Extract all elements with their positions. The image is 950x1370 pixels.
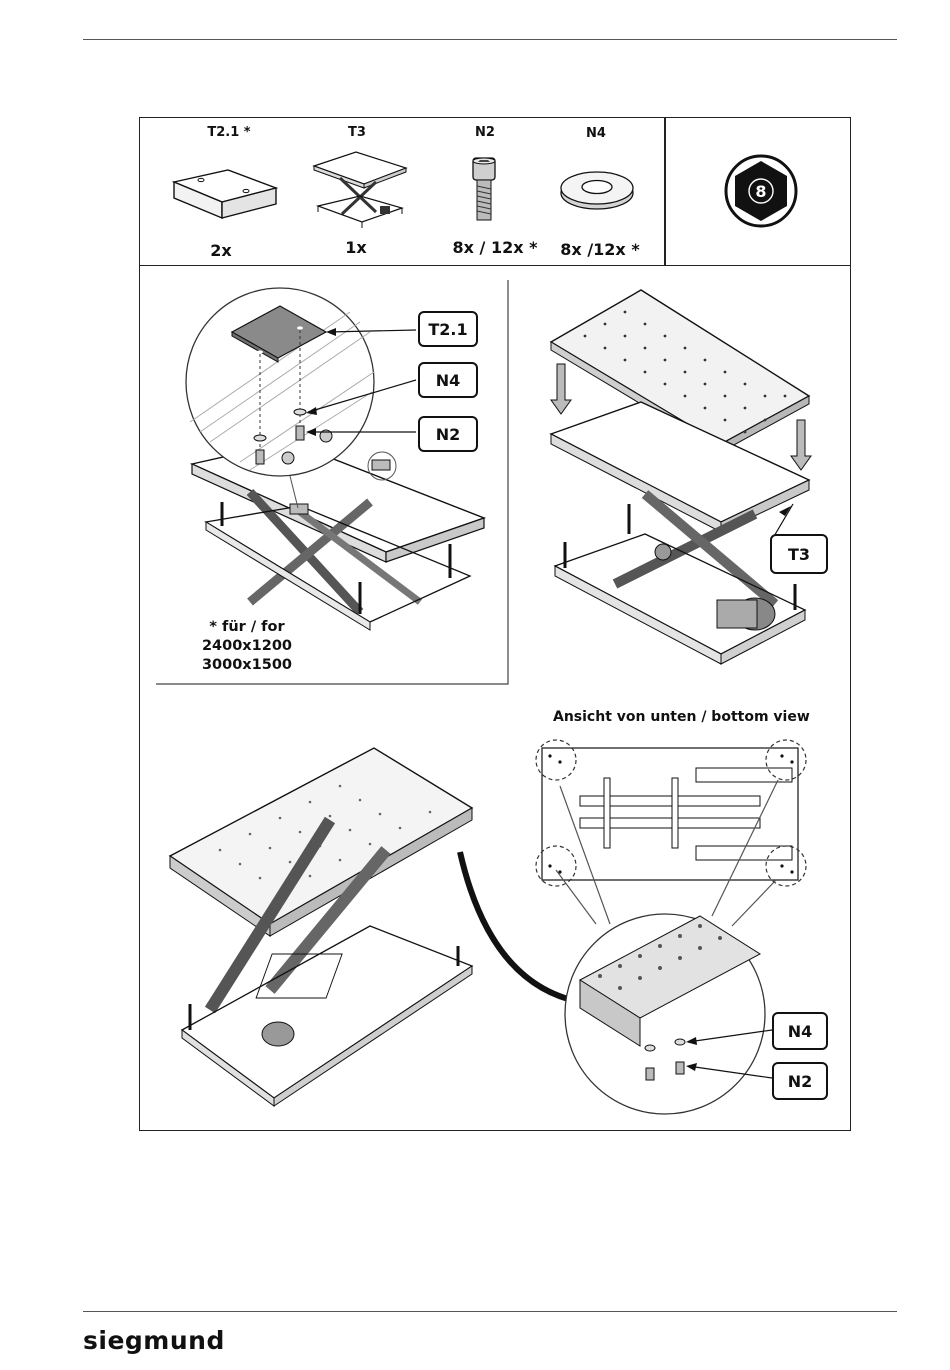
callout-t21: T2.1 [418, 311, 478, 347]
callout-n4: N4 [418, 362, 478, 398]
footer-rule [83, 1311, 897, 1312]
size-note: * für / for 2400x1200 3000x1500 [192, 618, 302, 675]
size-note-line1: * für / for [192, 618, 302, 637]
step3-illustration [160, 740, 850, 1120]
callout-n2-bottom: N2 [772, 1062, 828, 1100]
size-note-line2: 2400x1200 [192, 637, 302, 656]
callout-t3: T3 [770, 534, 828, 574]
size-note-line3: 3000x1500 [192, 656, 302, 675]
bottom-view-title: Ansicht von unten / bottom view [553, 709, 810, 725]
callout-n2: N2 [418, 416, 478, 452]
step2-illustration [545, 284, 845, 684]
callout-n4-bottom: N4 [772, 1012, 828, 1050]
brand-logo: siegmund [83, 1326, 225, 1355]
